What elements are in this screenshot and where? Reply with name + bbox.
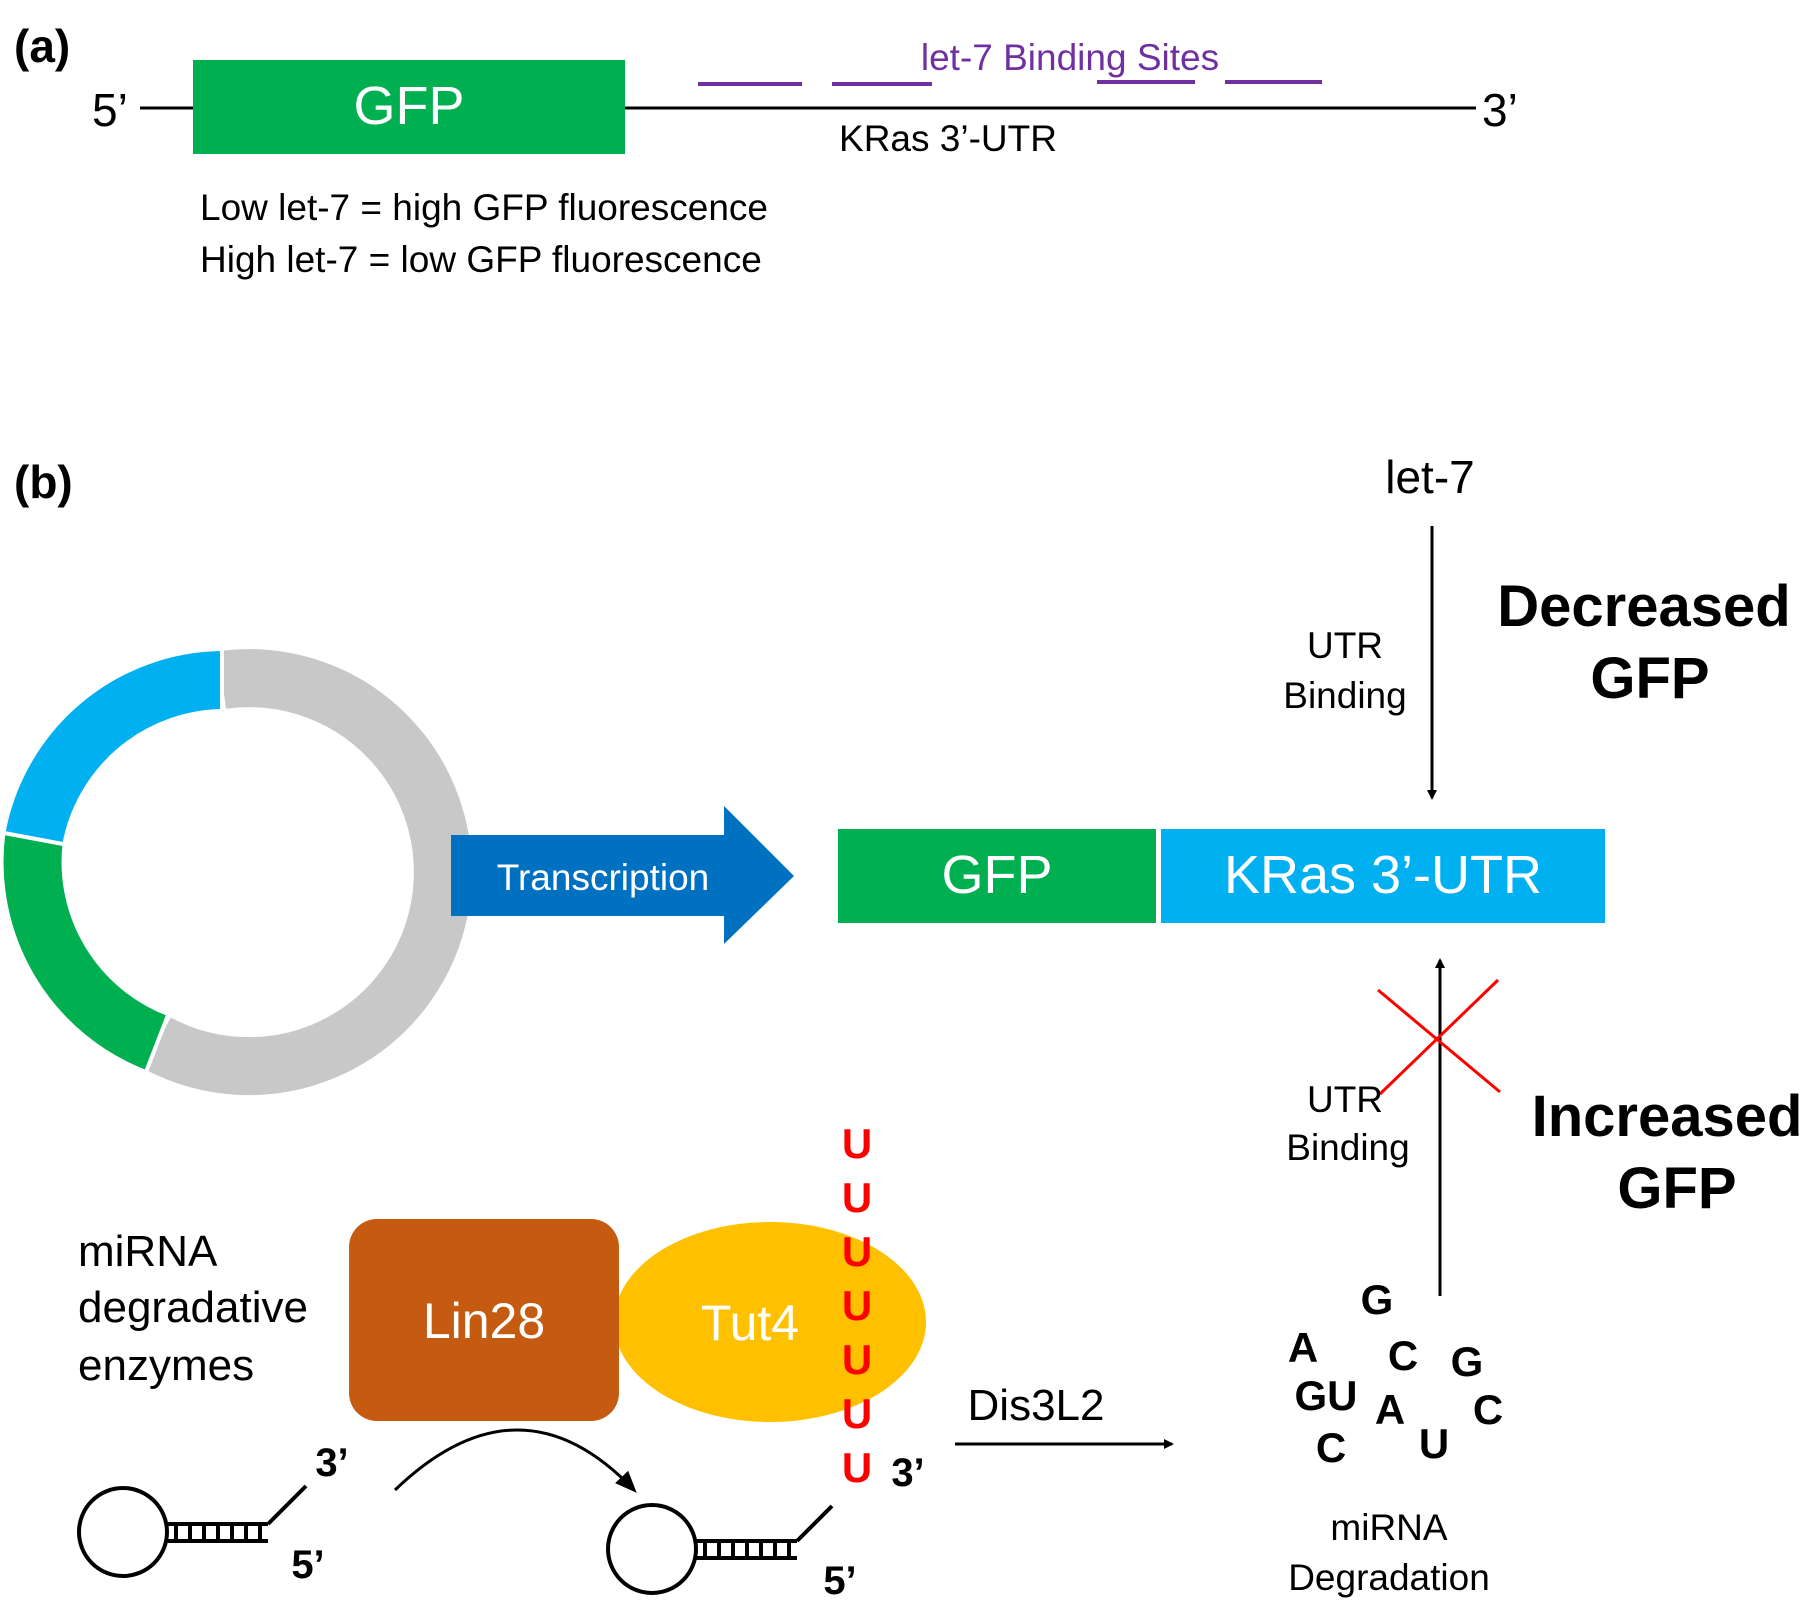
plasmid-segment-green xyxy=(3,834,168,1071)
increased-gfp-2: GFP xyxy=(1617,1156,1736,1221)
transcription-arrow xyxy=(451,806,794,944)
block-cross-1 xyxy=(1377,988,1501,1094)
right-overhang xyxy=(795,1504,834,1543)
binding-sites: let-7 Binding Sites xyxy=(698,37,1322,86)
plasmid xyxy=(3,649,472,1096)
lin28-label: Lin28 xyxy=(423,1293,545,1349)
left-hairpin-loop xyxy=(77,1486,169,1578)
fragment-3: G xyxy=(1451,1338,1484,1385)
fragment-6: C xyxy=(1473,1386,1503,1433)
gfp-label-b: GFP xyxy=(941,845,1052,905)
fragment-5: A xyxy=(1375,1386,1405,1433)
gfp-label-a: GFP xyxy=(353,76,464,136)
right-hairpin-5p: 5’ xyxy=(823,1559,856,1603)
lin28-block xyxy=(349,1219,619,1421)
fragment-4: GU xyxy=(1295,1372,1358,1419)
left-hairpin-5p: 5’ xyxy=(291,1543,324,1587)
let7-label: let-7 xyxy=(1385,451,1474,503)
right-hairpin-loop xyxy=(606,1503,698,1595)
left-hairpin-3p: 3’ xyxy=(315,1441,348,1485)
utr-binding-bottom-2: Binding xyxy=(1286,1127,1409,1168)
utr-binding-top-1: UTR xyxy=(1307,625,1383,666)
fragment-0: G xyxy=(1361,1276,1394,1323)
utr-box-label: KRas 3’-UTR xyxy=(1224,845,1542,905)
degradation-line-1: miRNA xyxy=(1330,1507,1447,1548)
note-low-let7: Low let-7 = high GFP fluorescence xyxy=(200,187,768,228)
enzymes-line-2: degradative xyxy=(78,1283,308,1332)
fragment-7: C xyxy=(1316,1424,1346,1471)
decreased-gfp-2: GFP xyxy=(1590,646,1709,711)
decreased-gfp-1: Decreased xyxy=(1497,574,1790,639)
utr-binding-top-2: Binding xyxy=(1283,675,1406,716)
tut4-blob xyxy=(614,1222,926,1422)
note-high-let7: High let-7 = low GFP fluorescence xyxy=(200,239,762,280)
left-hairpin: 3’ 5’ xyxy=(77,1441,349,1587)
utr-binding-bottom-1: UTR xyxy=(1307,1079,1383,1120)
right-hairpin-3p: 3’ xyxy=(891,1451,924,1495)
block-cross-2 xyxy=(1378,978,1500,1096)
transcription-label: Transcription xyxy=(497,857,709,898)
u-tail-5: U xyxy=(842,1390,872,1437)
plasmid-divider-3 xyxy=(144,1014,170,1073)
right-hairpin: 3’ 5’ xyxy=(606,1451,925,1603)
dis3l2-label: Dis3L2 xyxy=(968,1381,1105,1430)
gfp-box-a xyxy=(193,60,625,154)
fragment-8: U xyxy=(1419,1420,1449,1467)
panel-b-label: (b) xyxy=(14,456,73,508)
utr-label-a: KRas 3’-UTR xyxy=(839,118,1057,159)
five-prime-label: 5’ xyxy=(92,84,128,136)
u-tail-1: U xyxy=(842,1174,872,1221)
gfp-box-b xyxy=(838,829,1156,923)
u-tail-6: U xyxy=(842,1444,872,1491)
three-prime-label: 3’ xyxy=(1482,84,1518,136)
enzymes-line-3: enzymes xyxy=(78,1341,254,1390)
tut4-label: Tut4 xyxy=(701,1295,799,1351)
fragment-1: A xyxy=(1288,1324,1318,1371)
enzymes-line-1: miRNA xyxy=(78,1227,218,1276)
degradation-line-2: Degradation xyxy=(1288,1557,1490,1598)
binding-sites-label: let-7 Binding Sites xyxy=(921,37,1219,78)
increased-gfp-1: Increased xyxy=(1532,1084,1803,1149)
u-tail-0: U xyxy=(842,1120,872,1167)
u-tail-3: U xyxy=(842,1282,872,1329)
panel-b: (b) let-7 UTR Binding Decreased GFP Tran… xyxy=(3,451,1803,1603)
plasmid-divider-2 xyxy=(3,831,64,846)
left-overhang xyxy=(266,1484,308,1526)
u-tail-2: U xyxy=(842,1228,872,1275)
panel-a-label: (a) xyxy=(14,20,70,72)
u-tail-4: U xyxy=(842,1336,872,1383)
panel-a: (a) 5’ 3’ GFP let-7 Binding Sites KRas 3… xyxy=(14,20,1518,280)
fragment-2: C xyxy=(1388,1332,1418,1379)
degraded-fragments: G A C G GU A C C U xyxy=(1288,1276,1503,1471)
utr-box-b xyxy=(1161,829,1605,923)
plasmid-segment-gray xyxy=(143,649,472,1096)
plasmid-segment-blue xyxy=(5,651,224,844)
uridylation-arrow xyxy=(393,1428,637,1493)
u-tail: U U U U U U U xyxy=(842,1120,872,1491)
